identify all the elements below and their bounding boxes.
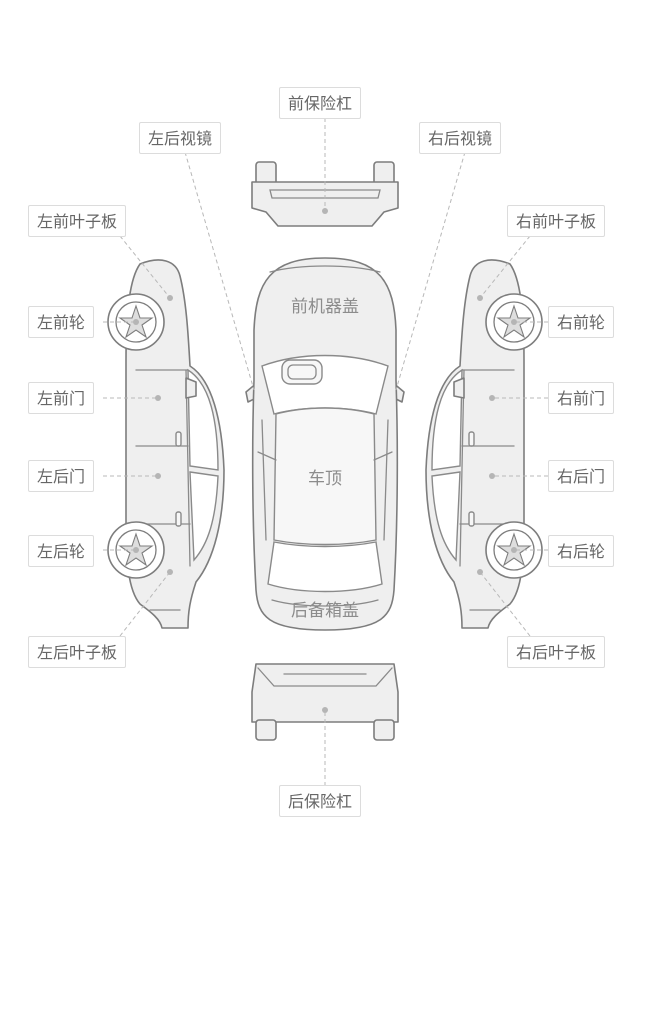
rear-bumper-label[interactable]: 后保险杠 [279, 785, 362, 817]
right-front-fender-label[interactable]: 右前叶子板 [507, 205, 606, 237]
right-rear-mirror-label[interactable]: 右后视镜 [419, 122, 502, 154]
right-rear-fender-label[interactable]: 右后叶子板 [507, 636, 606, 668]
rear-bumper-view[interactable] [251, 663, 399, 741]
right-front-wheel-label[interactable]: 右前轮 [548, 306, 615, 338]
roof-label[interactable]: 车顶 [308, 469, 342, 489]
left-front-door-label[interactable]: 左前门 [28, 382, 95, 414]
right-front-door-label[interactable]: 右前门 [548, 382, 615, 414]
left-rear-wheel-label[interactable]: 左后轮 [28, 535, 95, 567]
left-rear-fender-label[interactable]: 左后叶子板 [28, 636, 127, 668]
right-rear-wheel-label[interactable]: 右后轮 [548, 535, 615, 567]
front-bumper-view[interactable] [251, 161, 399, 227]
left-front-wheel-label[interactable]: 左前轮 [28, 306, 95, 338]
anchor-dots [155, 295, 495, 575]
trunk-label[interactable]: 后备箱盖 [291, 601, 359, 621]
left-front-wheel-graphic[interactable] [107, 293, 165, 351]
right-rear-door-label[interactable]: 右后门 [548, 460, 615, 492]
right-rear-wheel-graphic[interactable] [485, 521, 543, 579]
left-front-fender-label[interactable]: 左前叶子板 [28, 205, 127, 237]
left-rear-door-label[interactable]: 左后门 [28, 460, 95, 492]
right-front-wheel-graphic[interactable] [485, 293, 543, 351]
left-rear-wheel-graphic[interactable] [107, 521, 165, 579]
car-top-view[interactable] [245, 257, 405, 631]
left-rear-mirror-label[interactable]: 左后视镜 [139, 122, 222, 154]
front-bumper-label[interactable]: 前保险杠 [279, 87, 362, 119]
leader-lines [103, 118, 548, 786]
hood-label[interactable]: 前机器盖 [291, 297, 359, 317]
